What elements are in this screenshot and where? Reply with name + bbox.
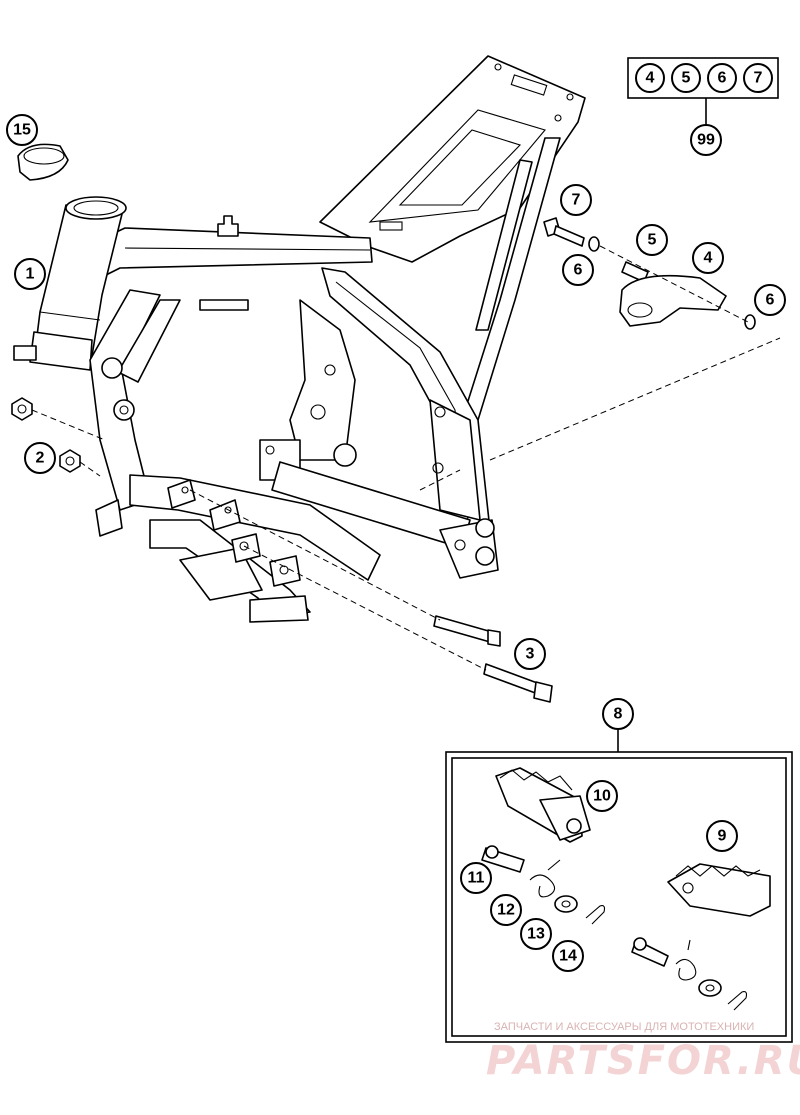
part-11-pins <box>481 845 669 967</box>
part-9-footpeg <box>667 863 771 917</box>
svg-text:9: 9 <box>718 828 727 845</box>
callout-13: 13 <box>520 918 552 950</box>
part-14-clips <box>585 905 748 1011</box>
callout-2: 2 <box>24 442 56 474</box>
callout-99: 99 <box>690 124 722 156</box>
part-12-springs <box>529 859 697 981</box>
svg-text:6: 6 <box>574 262 583 279</box>
frame-assembly <box>13 55 586 623</box>
footpeg-kit <box>445 728 793 1043</box>
callout-6-right: 6 <box>754 284 786 316</box>
callouts: 15 1 2 3 7 5 6 4 <box>6 114 786 972</box>
parts-4-7-linkage <box>543 217 756 330</box>
callout-1: 1 <box>14 258 46 290</box>
callout-3: 3 <box>514 638 546 670</box>
callout-6-left: 6 <box>562 254 594 286</box>
callout-15: 15 <box>6 114 38 146</box>
svg-text:99: 99 <box>697 132 715 149</box>
watermark: ЗАПЧАСТИ И АКСЕССУАРЫ ДЛЯ МОТОТЕХНИКИ PA… <box>486 1021 800 1084</box>
part-3-bolts <box>433 615 553 703</box>
svg-text:7: 7 <box>572 192 581 209</box>
svg-text:13: 13 <box>527 926 545 943</box>
svg-text:6: 6 <box>766 292 775 309</box>
watermark-tagline: ЗАПЧАСТИ И АКСЕССУАРЫ ДЛЯ МОТОТЕХНИКИ <box>494 1021 754 1033</box>
svg-text:2: 2 <box>36 450 45 467</box>
assembly-lines <box>31 245 781 671</box>
callout-5: 5 <box>636 224 668 256</box>
svg-text:4: 4 <box>704 250 713 267</box>
callout-12: 12 <box>490 894 522 926</box>
kit-item-7: 7 <box>754 70 763 87</box>
callout-14: 14 <box>552 940 584 972</box>
svg-text:15: 15 <box>13 122 31 139</box>
kit-item-6: 6 <box>718 70 727 87</box>
kit-item-5: 5 <box>682 70 691 87</box>
kit-item-4: 4 <box>646 70 655 87</box>
svg-text:12: 12 <box>497 902 515 919</box>
callout-4: 4 <box>692 242 724 274</box>
svg-text:1: 1 <box>26 266 35 283</box>
svg-text:11: 11 <box>468 870 485 887</box>
callout-9: 9 <box>706 820 738 852</box>
callout-7: 7 <box>560 184 592 216</box>
part-15-cap <box>17 143 69 181</box>
svg-text:10: 10 <box>593 788 611 805</box>
kit-99-group: 4 5 6 7 <box>627 57 779 126</box>
kit-frame <box>445 751 793 1043</box>
svg-text:8: 8 <box>614 706 623 723</box>
callout-10: 10 <box>586 780 618 812</box>
callout-11: 11 <box>460 862 492 894</box>
svg-text:3: 3 <box>526 646 535 663</box>
svg-text:14: 14 <box>559 948 577 965</box>
part-10-footpeg <box>495 767 591 843</box>
part-2-nuts <box>11 397 81 473</box>
watermark-brand: PARTSFOR.RU <box>486 1038 800 1084</box>
part-13-washers <box>554 895 722 997</box>
svg-text:5: 5 <box>648 232 657 249</box>
callout-8: 8 <box>602 698 634 730</box>
